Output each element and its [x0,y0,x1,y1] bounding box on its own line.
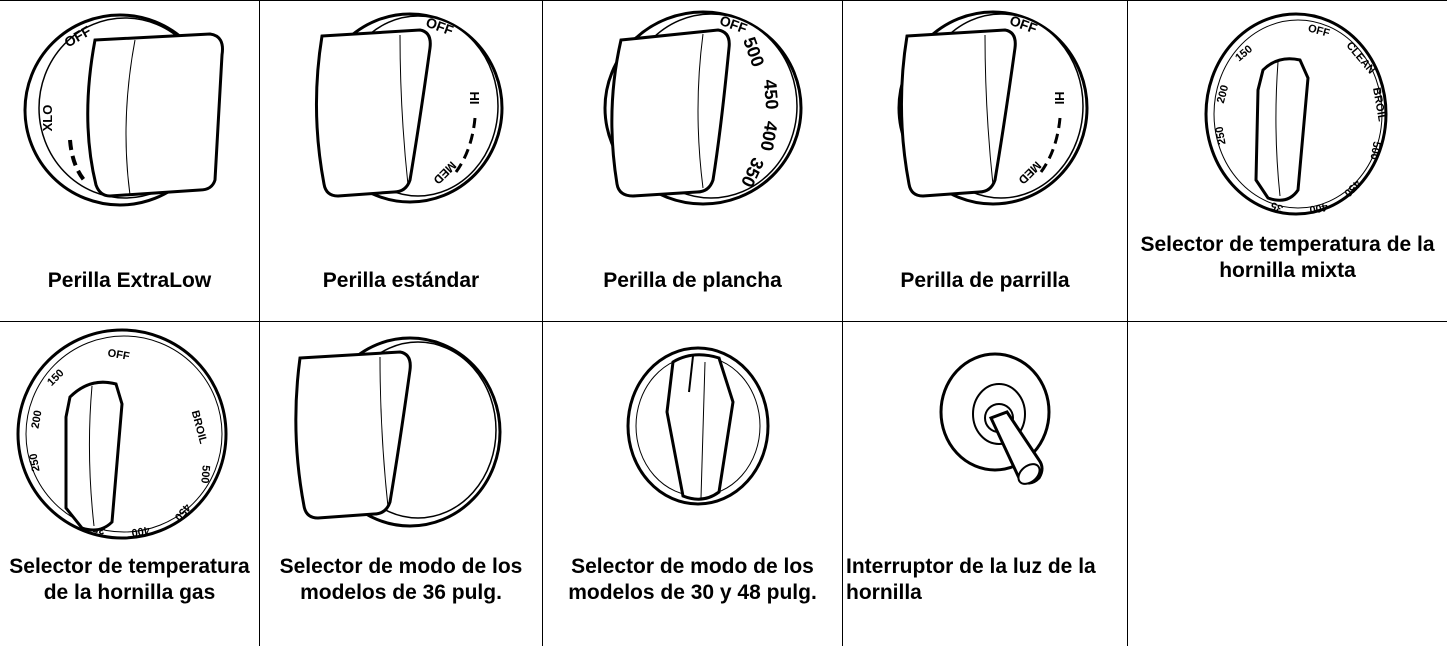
cell-grill: OFF HI MED Perilla de parrilla [843,0,1127,320]
grill-knob-illustration: OFF HI MED [897,10,1089,206]
caption: Perilla estándar [322,269,480,292]
grid-line-v1 [259,0,260,646]
temp-400-label: 400 [130,523,150,538]
caption: Perilla ExtraLow [47,269,212,292]
cell-light-switch: Interruptor de la luz de la hornilla [843,322,1127,646]
temp-250-label: 250 [28,452,43,472]
dual-fuel-selector-illustration: OFF CLEAN BROIL 500 450 400 35 250 200 1… [1204,12,1388,216]
caption: Perilla de parrilla [900,269,1070,292]
hi-label: HI [467,92,482,105]
caption: Selector de temperatura de la hornilla g… [9,555,250,604]
caption: Interruptor de la luz de la hornilla [846,555,1096,604]
temp-450-label: 450 [760,79,783,111]
cell-mode-30-48: Selector de modo de los modelos de 30 y … [543,322,842,646]
cell-empty [1128,322,1447,646]
mode-selector-36-illustration [294,336,502,528]
gas-selector-illustration: OFF BROIL 500 450 400 35 250 200 150 [16,328,228,540]
caption: Selector de modo de los modelos de 30 y … [568,555,817,604]
griddle-knob-illustration: OFF 500 450 400 350 [603,10,803,206]
cell-extralow: OFF XLO Perilla ExtraLow [0,0,259,320]
grid-line-middle [0,321,1447,322]
cell-griddle: OFF 500 450 400 350 Perilla de plancha [543,0,842,320]
light-switch-illustration [939,352,1051,485]
grid-line-v3 [842,0,843,646]
temp-500-label: 500 [198,465,212,484]
caption: Selector de temperatura de la hornilla m… [1140,233,1435,282]
xlo-label: XLO [40,105,55,132]
cell-dual-fuel-selector: OFF CLEAN BROIL 500 450 400 35 250 200 1… [1128,0,1447,320]
grid-line-v2 [542,0,543,646]
cell-standard: OFF HI MED Perilla estándar [260,0,542,320]
temp-350-label: 35 [1269,199,1285,214]
grid-line-v4 [1127,0,1128,646]
off-label: OFF [107,347,131,363]
standard-knob-illustration: OFF HI MED [314,12,504,204]
temp-400-label: 400 [1308,200,1328,215]
temp-200-label: 200 [30,409,45,429]
extralow-knob-illustration: OFF XLO [23,13,224,207]
grid-line-top [0,0,1447,1]
caption: Perilla de plancha [603,269,782,292]
cell-gas-selector: OFF BROIL 500 450 400 35 250 200 150 Sel… [0,322,259,646]
temp-500-label: 500 [1367,140,1382,160]
broil-label: BROIL [1370,87,1388,123]
mode-selector-30-48-illustration [626,346,770,506]
temp-250-label: 250 [1214,125,1229,145]
temp-200-label: 200 [1215,84,1231,105]
caption: Selector de modo de los modelos de 36 pu… [279,555,523,604]
cell-mode-36: Selector de modo de los modelos de 36 pu… [260,322,542,646]
hi-label: HI [1052,92,1067,105]
off-label: OFF [1307,22,1332,39]
